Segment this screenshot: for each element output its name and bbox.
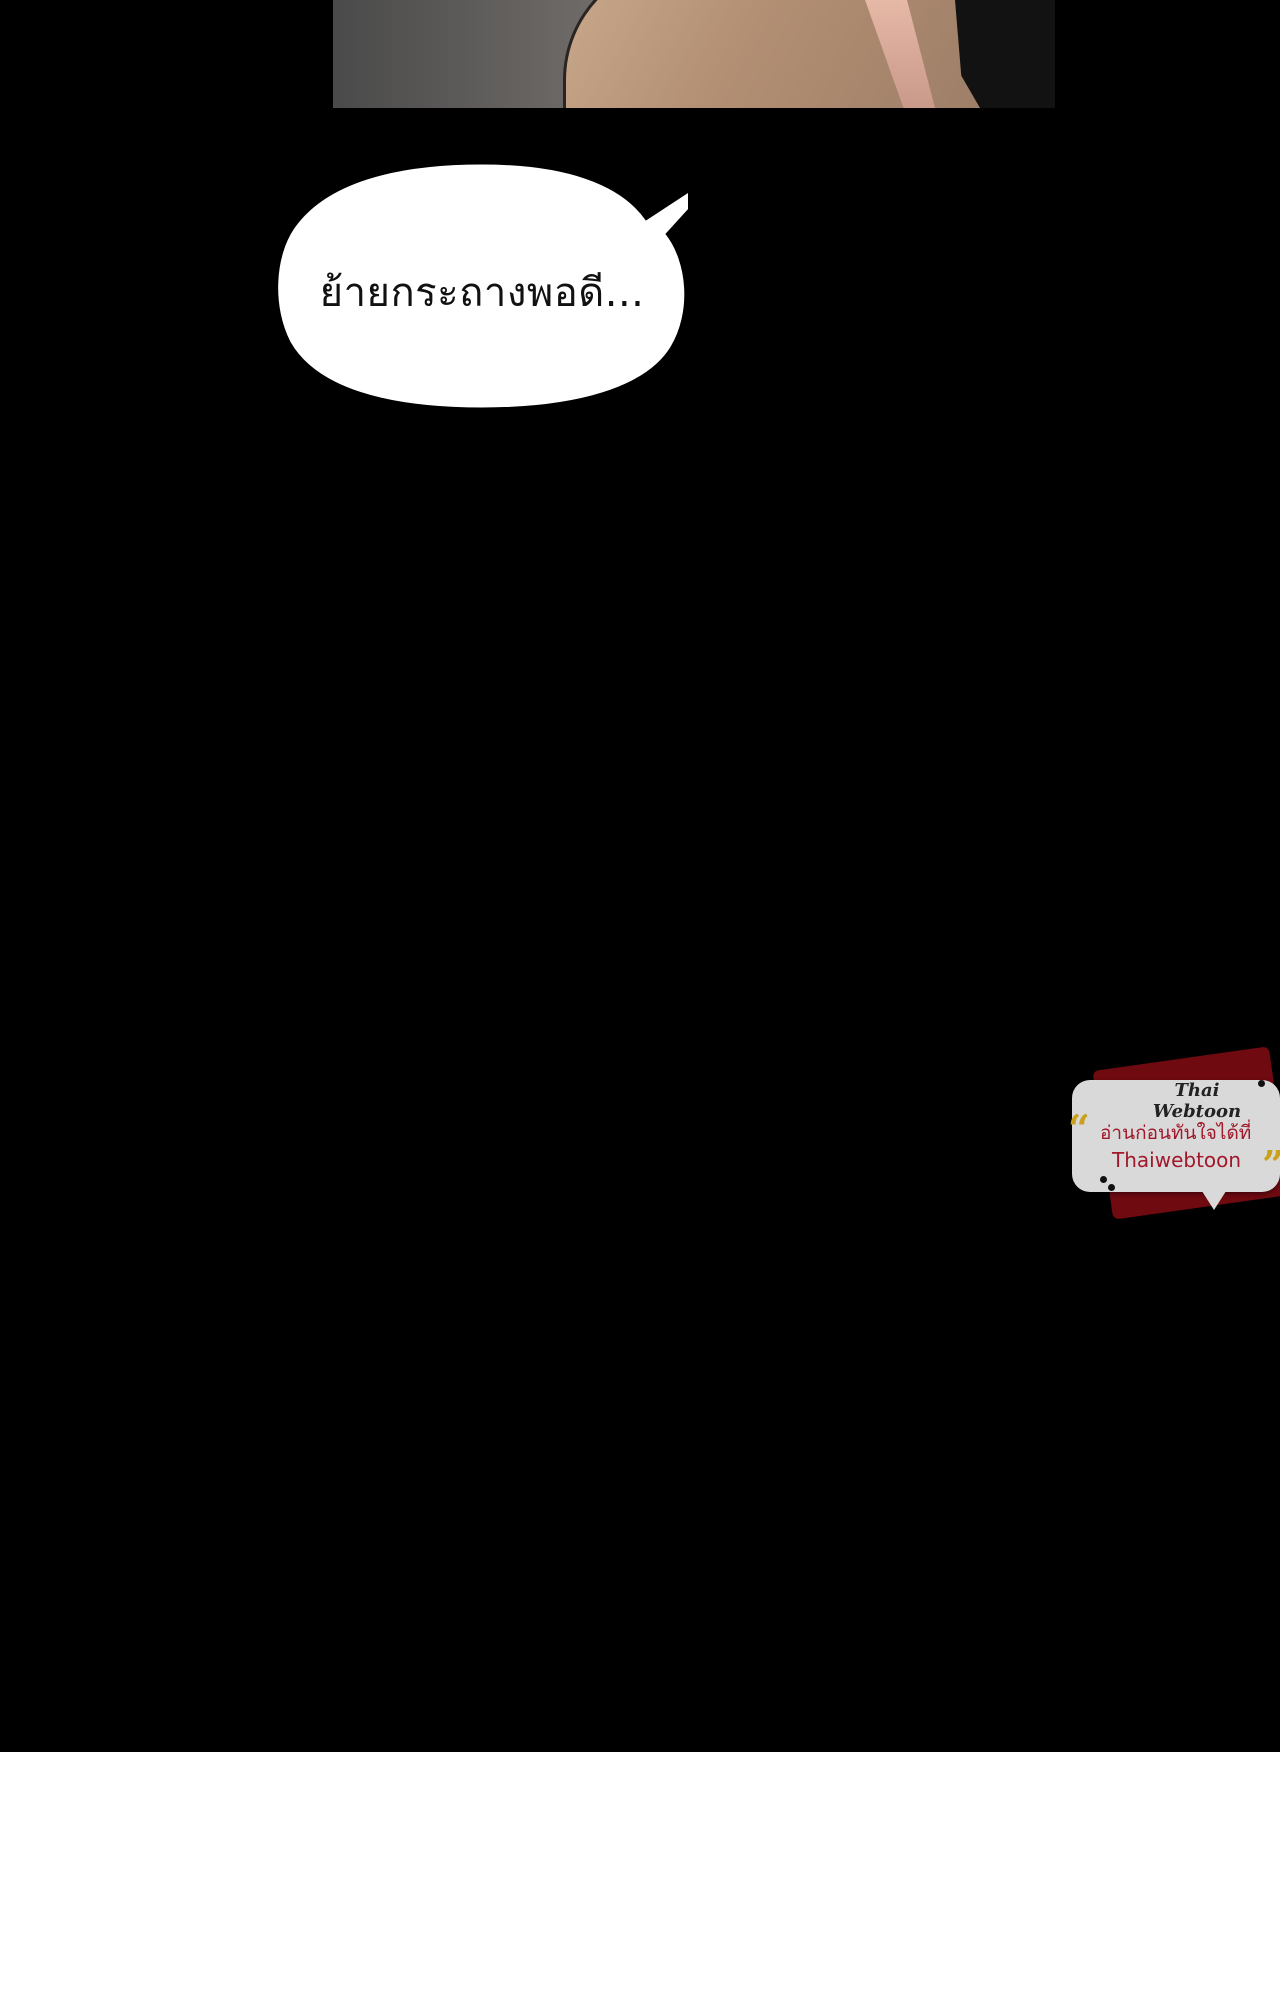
page-bottom-blank — [0, 1752, 1280, 2000]
open-quote-icon: “ — [1068, 1106, 1090, 1151]
watermark-tagline: อ่านก่อนทันใจได้ที่ — [1100, 1122, 1252, 1144]
speech-bubble-text: ย้ายกระถางพอดี... — [319, 270, 645, 316]
paw-print-icon — [1100, 1176, 1107, 1183]
paw-print-icon — [1108, 1184, 1115, 1191]
comic-panel: ย้ายกระถางพอดี... Thai Webtoon “ อ่านก่อ… — [0, 0, 1280, 1752]
speech-bubble: ย้ายกระถางพอดี... — [276, 162, 688, 410]
watermark-card-tail — [1200, 1188, 1228, 1210]
watermark-logo: Thai Webtoon — [1152, 1080, 1242, 1122]
watermark-site-name: Thaiwebtoon — [1112, 1148, 1242, 1172]
watermark-card — [1072, 1080, 1280, 1192]
thaiwebtoon-watermark: Thai Webtoon “ อ่านก่อนทันใจได้ที่ Thaiw… — [1062, 1046, 1280, 1226]
speech-bubble-shape — [277, 163, 688, 409]
illustration-character-hair — [955, 0, 1055, 108]
paw-print-icon — [1258, 1080, 1265, 1087]
close-quote-icon: ” — [1262, 1146, 1280, 1184]
top-illustration-crop — [333, 0, 1055, 108]
